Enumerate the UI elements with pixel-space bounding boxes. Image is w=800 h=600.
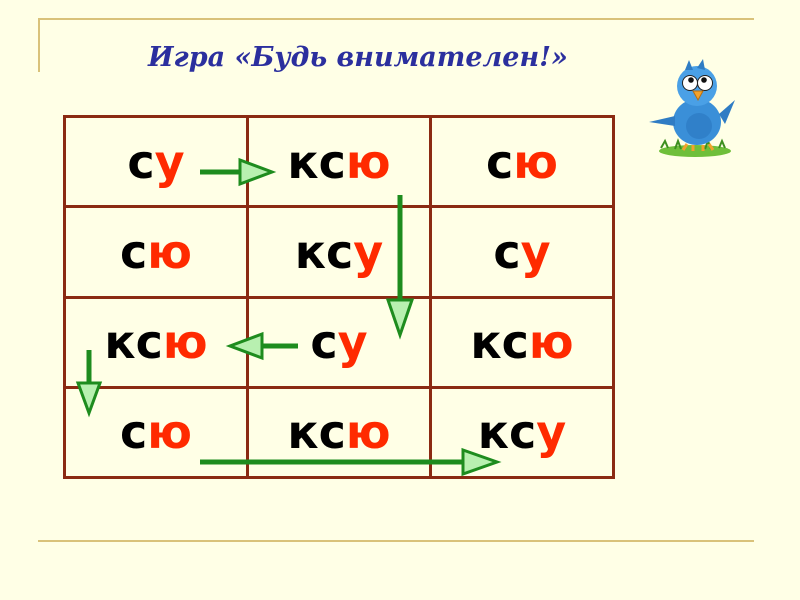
arrow-down-col1 xyxy=(75,350,103,418)
cell-vowel: у xyxy=(154,134,185,189)
cell-consonant: кс xyxy=(294,224,354,279)
arrow-right-row4 xyxy=(200,447,502,477)
cell-vowel: ю xyxy=(147,405,192,460)
cell-consonant: с xyxy=(119,405,148,460)
cell-vowel: у xyxy=(337,315,368,370)
cell-consonant: кс xyxy=(477,405,537,460)
cell-consonant: с xyxy=(485,134,514,189)
grid-cell: сю xyxy=(63,205,249,299)
cell-vowel: ю xyxy=(345,405,391,460)
cell-vowel: ю xyxy=(513,134,558,189)
cell-consonant: кс xyxy=(470,315,529,370)
cell-consonant: с xyxy=(119,224,148,279)
grid-cell: су xyxy=(63,114,249,209)
cell-consonant: кс xyxy=(287,134,346,189)
top-decor-line xyxy=(38,18,754,20)
blue-bird-icon xyxy=(649,59,735,157)
grid-cell: ксю xyxy=(246,114,432,209)
arrow-down-col2 xyxy=(385,195,415,340)
cell-vowel: ю xyxy=(147,224,192,279)
bottom-decor-line xyxy=(38,540,754,542)
cell-vowel: ю xyxy=(528,315,574,370)
grid-cell: сю xyxy=(429,114,615,209)
grid-cell: ксю xyxy=(63,295,249,389)
cell-consonant: с xyxy=(493,224,521,279)
arrow-left-row3 xyxy=(225,331,298,361)
cell-vowel: ю xyxy=(345,134,391,189)
cell-consonant: с xyxy=(127,134,155,189)
left-decor-line xyxy=(38,18,40,72)
cell-consonant: кс xyxy=(287,405,346,460)
cell-consonant: с xyxy=(310,315,338,370)
cell-vowel: у xyxy=(536,405,567,460)
grid-cell: су xyxy=(429,205,615,299)
arrow-right-row1 xyxy=(200,157,277,187)
cell-vowel: у xyxy=(353,224,384,279)
cell-vowel: ю xyxy=(162,315,208,370)
grid-cell: ксю xyxy=(429,295,615,389)
cell-vowel: у xyxy=(520,224,551,279)
grid-row: ксю су ксю xyxy=(63,295,615,389)
cell-consonant: кс xyxy=(104,315,163,370)
page-title: Игра «Будь внимателен!» xyxy=(148,42,568,73)
grid-row: су ксю сю xyxy=(63,114,615,209)
